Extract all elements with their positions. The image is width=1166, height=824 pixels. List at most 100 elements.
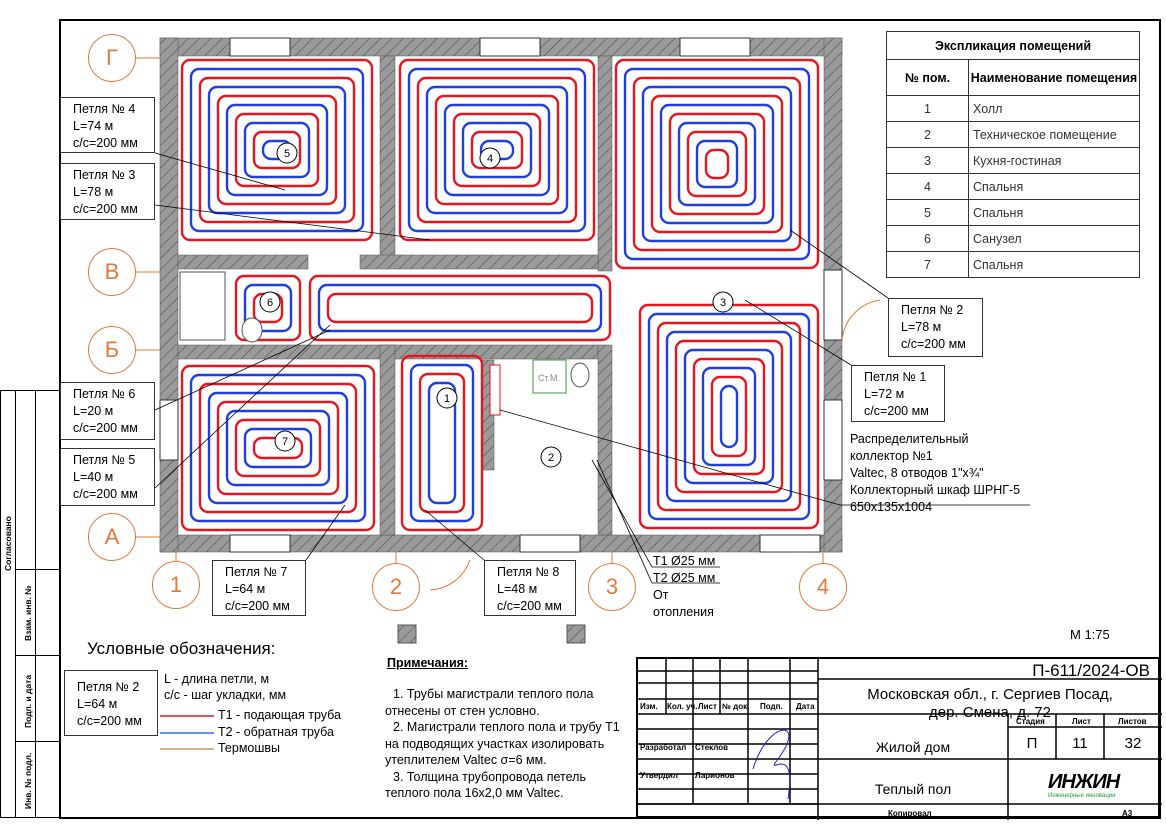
return-pipe-loop [443,103,551,197]
supply-pipe-loop [326,292,594,324]
axis-bubble-1: 1 [152,561,200,609]
company-logo: ИНЖИН [1048,771,1120,793]
loop-length: L=78 м [901,320,942,334]
sheets-label: Листов [1118,717,1147,726]
washing-machine-icon [532,359,567,394]
stage-value: П [1026,735,1038,752]
note-line: теплого пола 16х2,0 мм Valtec. [385,786,564,800]
loop-length: L=64 м [225,582,266,596]
room-tag-label: 3 [720,297,726,309]
notes-title: Примечания: [387,656,469,670]
room-number: 4 [886,173,969,200]
supply-pipe-loop [614,58,820,270]
return-pipe-loop [719,384,739,449]
supply-pipe-loop [674,339,784,494]
collector-line: Коллекторный шкаф ШРНГ-5 [850,483,1021,497]
notes-list: 1. Трубы магистрали теплого пола отнесен… [385,686,620,802]
title-block: Изм. Кол. уч. Лист № док. Подп. Дата Раз… [636,657,1162,820]
loop-step: с/с=200 мм [497,599,562,613]
toilet-icon [570,362,590,388]
axis-bubble-g: Г [88,34,136,82]
room-name: Спальня [968,251,1140,278]
return-pipe-loop [225,103,329,197]
address-line: дер. Смена, д. 72 [929,704,1051,721]
return-pipe-loop [695,139,739,189]
supply-pipe-loop [234,112,320,188]
supply-pipe-loop [668,112,766,216]
collector-line: Valtec, 8 отводов 1"x¾" [850,466,984,480]
supply-pipe-loop [180,364,376,532]
legend-t1: Т1 - подающая труба [218,708,341,722]
logo-subtitle: Инженерные инновации [1048,793,1116,799]
hdr-sign: Подп. [760,702,783,711]
loop-length: L=72 м [864,387,905,401]
room-tag [276,142,298,164]
loop-length: L=40 м [73,470,114,484]
loop-step: с/с=200 мм [864,404,929,418]
stamp-replace-inv: Взам. инв. № [23,585,33,641]
loop-step: с/с=200 мм [73,136,138,150]
explication-title: Экспликация помещений [886,31,1140,60]
sheet-title: Теплый пол [874,781,952,797]
sheet-value: 11 [1072,735,1088,752]
room-number: 3 [886,147,969,174]
collector-line: Распределительный [850,432,969,446]
supply-pipe-loop [216,94,338,206]
note-line: 1. Трубы магистрали теплого пола [393,687,594,701]
axis-lines [136,57,881,591]
supply-pipe-loop [416,76,578,224]
room-tag-label: 7 [282,436,288,448]
return-pipe-loop [683,348,775,485]
col-num-header: № пом. [886,59,969,96]
title-block-grid [638,659,1162,820]
hdr-doc: № док. [722,702,750,711]
axis-bubble-a: А [88,513,136,561]
return-pipe-loop [317,283,603,333]
legend-thermo: Термошвы [218,741,281,755]
supply-pipe-loop [398,58,596,242]
loop-step: с/с=200 мм [73,202,138,216]
developed-role: Разработал [640,743,687,752]
loop-length: L=78 м [73,185,114,199]
axis-bubble-3: 3 [588,563,636,611]
return-pipe-loop [407,67,587,233]
collector-line: коллектор №1 [850,449,933,463]
loop-title: Петля № 2 [901,303,964,317]
leader-lines [154,152,1030,584]
room-name: Холл [968,95,1140,122]
return-pipe-loop [225,409,331,487]
room-tag [479,147,501,169]
supply-pipe-loop [308,274,612,342]
loop-title: Петля № 3 [73,168,136,182]
sheet-label: Лист [1072,717,1091,726]
legend-lines [160,715,214,750]
supply-pipe-loop [418,372,466,514]
room-name: Спальня [968,199,1140,226]
approved-role: Утвердил [640,771,678,780]
return-pipe-loop [207,391,349,505]
supply-pipe-loop [470,130,524,170]
explication-table: Экспликация помещений № пом.Наименование… [886,31,1140,278]
loop-title: Петля № 8 [497,565,560,579]
supply-pipe-loop [710,375,748,458]
room-tag-label: 1 [444,393,450,405]
room-tag [712,291,734,313]
address: Московская обл., г. Сергиев Посад,дер. С… [818,686,1162,722]
supply-pipe-loop [252,130,302,170]
return-pipe-loop [701,366,757,467]
legend-title: Условные обозначения: [87,639,276,658]
return-pipe-loop [665,330,793,503]
room-tag [274,430,296,452]
loop-title: Петля № 6 [73,387,136,401]
note-line: 3. Толщина трубопровода петель [393,769,586,784]
supply-pipe-loop [632,76,802,252]
hdr-date: Дата [796,702,815,711]
return-pipe-loop [243,283,293,333]
return-pipe-loop [243,427,313,469]
